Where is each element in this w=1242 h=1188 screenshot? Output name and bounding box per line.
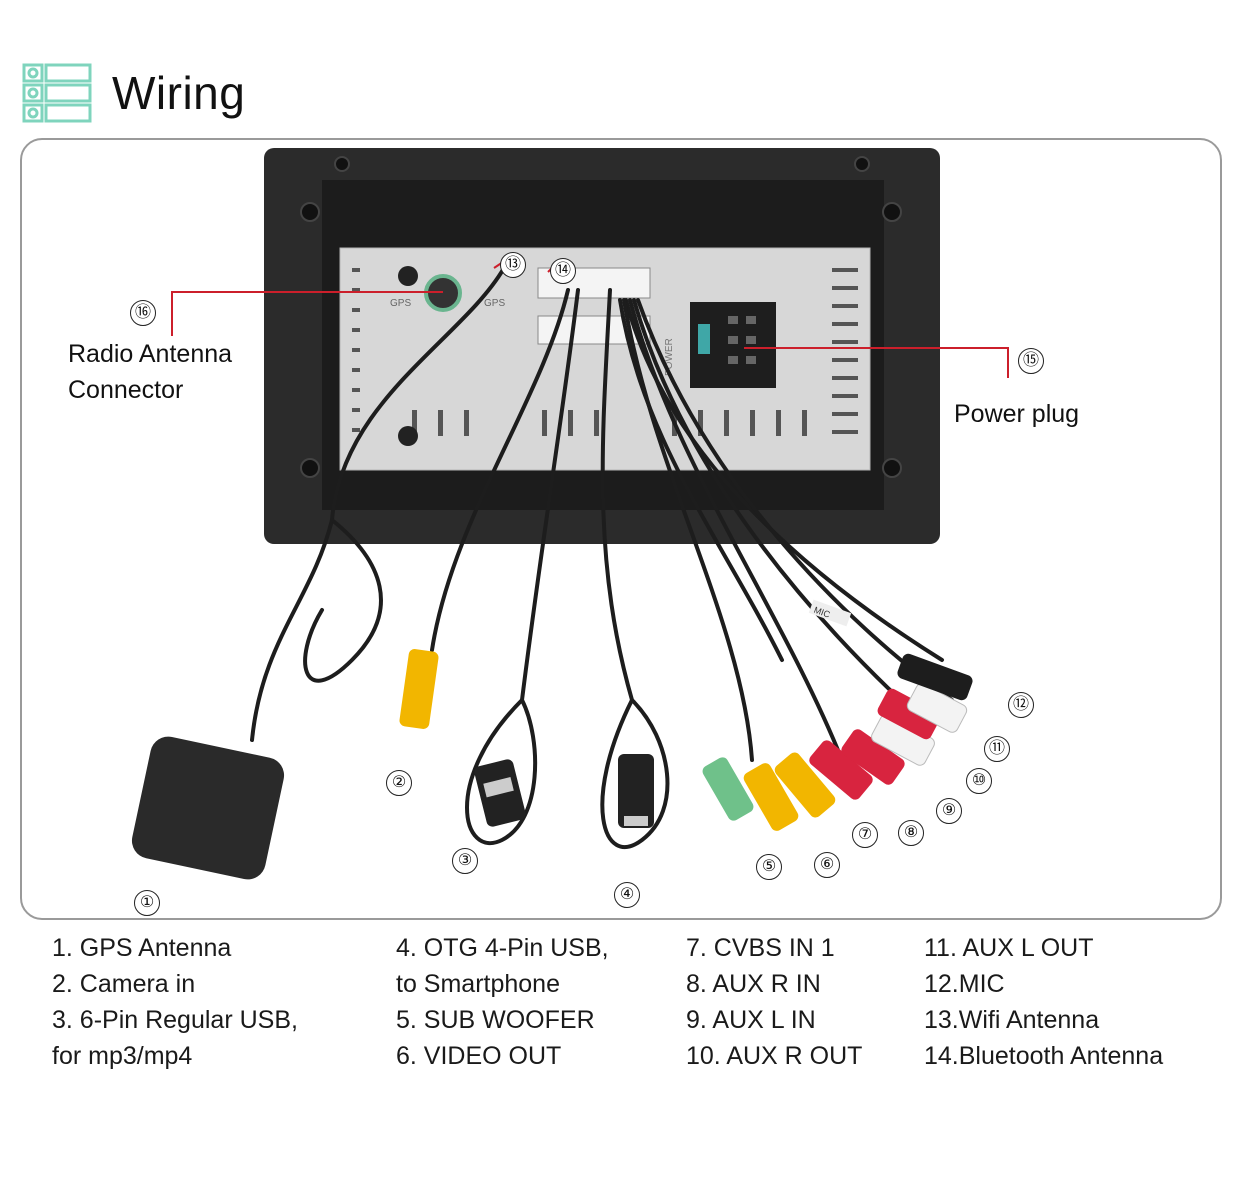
legend-item: 12.MIC <box>924 970 1005 998</box>
legend-column-3: 7. CVBS IN 1 8. AUX R IN 9. AUX L IN 10.… <box>686 930 862 1074</box>
callout-3: ③ <box>452 848 478 874</box>
svg-text:GPS: GPS <box>390 298 411 309</box>
callout-8: ⑧ <box>898 820 924 846</box>
legend: 1. GPS Antenna 2. Camera in 3. 6-Pin Reg… <box>0 930 1242 1090</box>
legend-item: 9. AUX L IN <box>686 1006 816 1034</box>
legend-item: to Smartphone <box>396 970 560 998</box>
callout-2: ② <box>386 770 412 796</box>
legend-item: 8. AUX R IN <box>686 970 821 998</box>
callout-7: ⑦ <box>852 822 878 848</box>
head-unit-illustration: GPS GPS POWER <box>131 148 1009 880</box>
legend-item: 1. GPS Antenna <box>52 934 232 962</box>
legend-item: for mp3/mp4 <box>52 1042 193 1070</box>
callout-1: ① <box>134 890 160 916</box>
callout-4: ④ <box>614 882 640 908</box>
power-plug-leader <box>744 347 1009 378</box>
legend-item: 2. Camera in <box>52 970 196 998</box>
wiring-diagram-frame: GPS GPS POWER <box>20 138 1222 920</box>
legend-item: 10. AUX R OUT <box>686 1042 863 1070</box>
callout-5: ⑤ <box>756 854 782 880</box>
callout-11: ⑪ <box>984 736 1010 762</box>
callout-12: ⑫ <box>1008 692 1034 718</box>
rca-plugs <box>702 653 973 831</box>
legend-item: 11. AUX L OUT <box>924 934 1094 962</box>
callout-13: ⑬ <box>500 252 526 278</box>
legend-item: 7. CVBS IN 1 <box>686 934 835 962</box>
legend-item: 6. VIDEO OUT <box>396 1042 562 1070</box>
usb-otg-connector <box>618 754 654 828</box>
radio-antenna-label: Radio Antenna Connector <box>68 340 233 404</box>
callout-9: ⑨ <box>936 798 962 824</box>
power-plug-label: Power plug <box>954 400 1080 428</box>
legend-item: 5. SUB WOOFER <box>396 1006 595 1034</box>
legend-column-2: 4. OTG 4-Pin USB, to Smartphone 5. SUB W… <box>396 930 609 1074</box>
callout-16: ⑯ <box>130 300 156 326</box>
legend-item: 4. OTG 4-Pin USB, <box>396 934 609 962</box>
list-icon <box>22 63 92 123</box>
legend-column-4: 11. AUX L OUT 12.MIC 13.Wifi Antenna 14.… <box>924 930 1163 1074</box>
legend-item: 13.Wifi Antenna <box>924 1006 1100 1034</box>
legend-column-1: 1. GPS Antenna 2. Camera in 3. 6-Pin Reg… <box>52 930 298 1074</box>
svg-text:POWER: POWER <box>664 338 675 376</box>
camera-in-plug <box>399 649 439 729</box>
radio-antenna-leader <box>171 291 443 336</box>
page-title: Wiring <box>112 67 246 119</box>
mounting-screws <box>300 156 902 478</box>
gps-antenna <box>131 736 285 880</box>
legend-item: 3. 6-Pin Regular USB, <box>52 1006 298 1034</box>
section-header: Wiring <box>22 60 245 126</box>
callout-15: ⑮ <box>1018 348 1044 374</box>
callout-14: ⑭ <box>550 258 576 284</box>
callout-10: ⑩ <box>966 768 992 794</box>
callout-6: ⑥ <box>814 852 840 878</box>
legend-item: 14.Bluetooth Antenna <box>924 1042 1164 1070</box>
svg-text:GPS: GPS <box>484 298 505 309</box>
